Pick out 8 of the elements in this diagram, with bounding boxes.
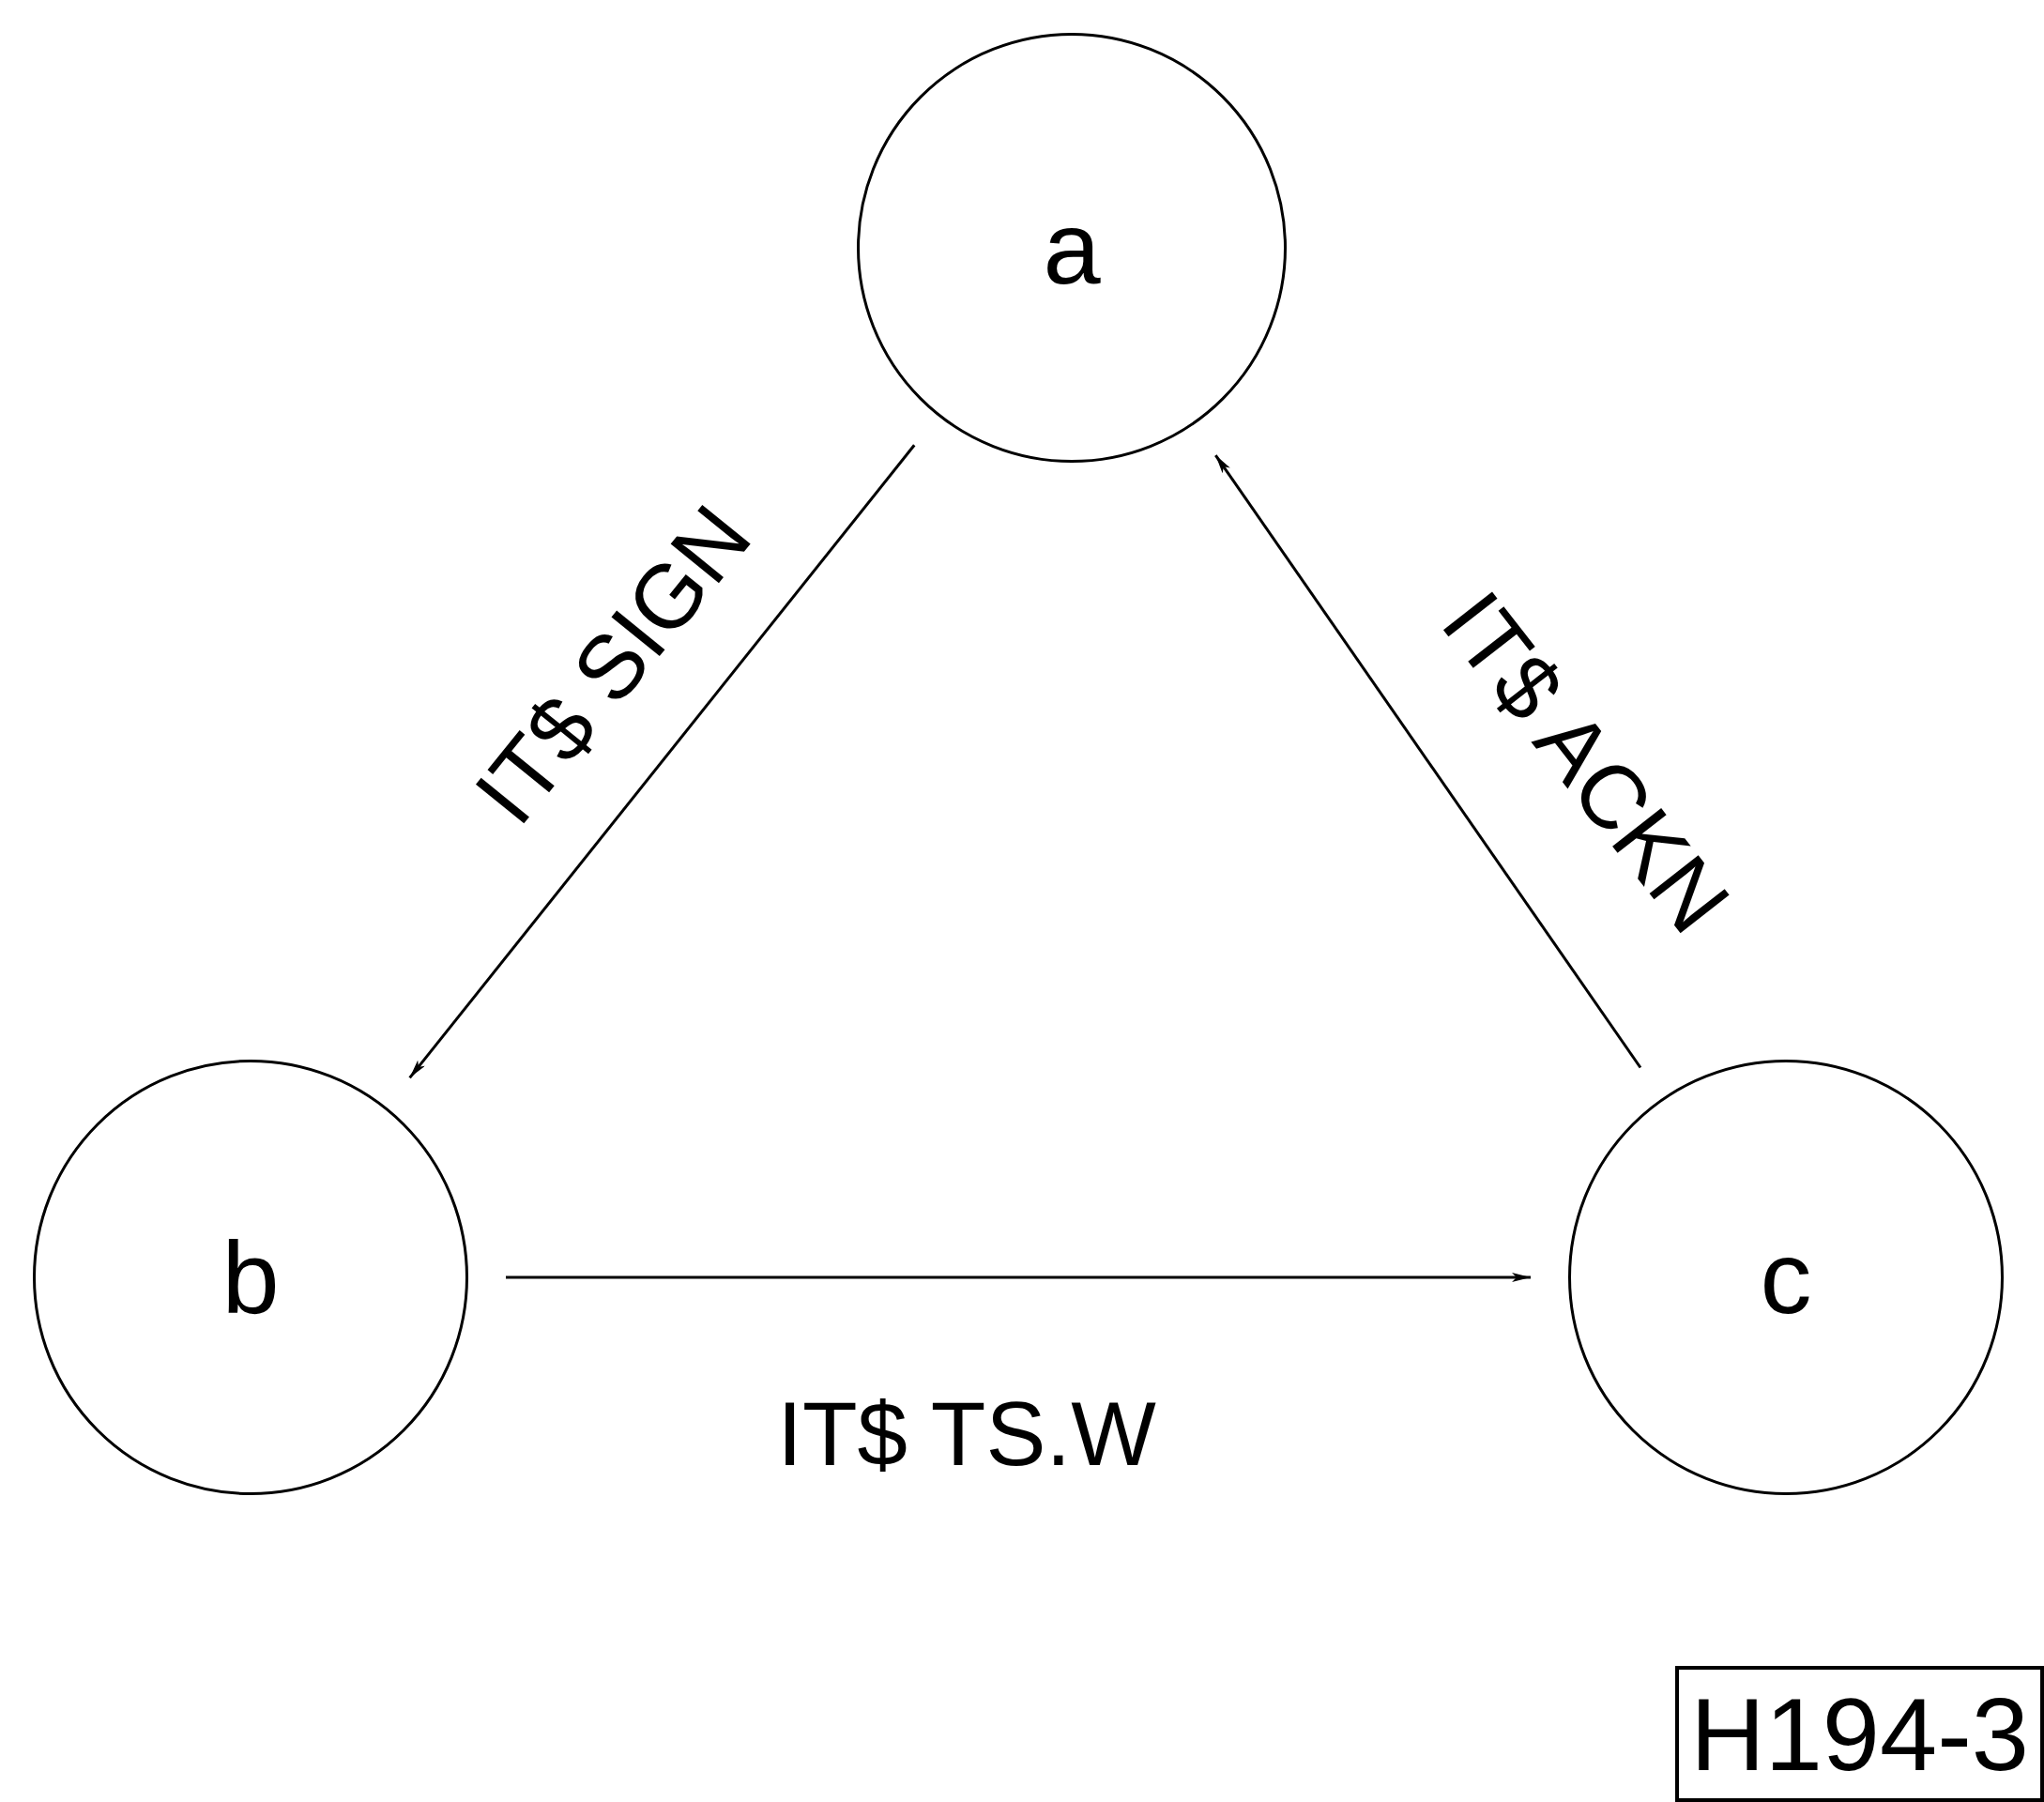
- state-name: c: [1760, 1226, 1812, 1329]
- state-name: a: [1043, 196, 1101, 299]
- figure-number: H194-3: [1675, 1665, 2044, 1802]
- edge-label: IT$ TS.W: [777, 1389, 1156, 1479]
- arrow: [1214, 454, 1642, 1069]
- arrow: [506, 1273, 1531, 1282]
- state-name: b: [221, 1226, 280, 1329]
- arrow: [408, 444, 916, 1079]
